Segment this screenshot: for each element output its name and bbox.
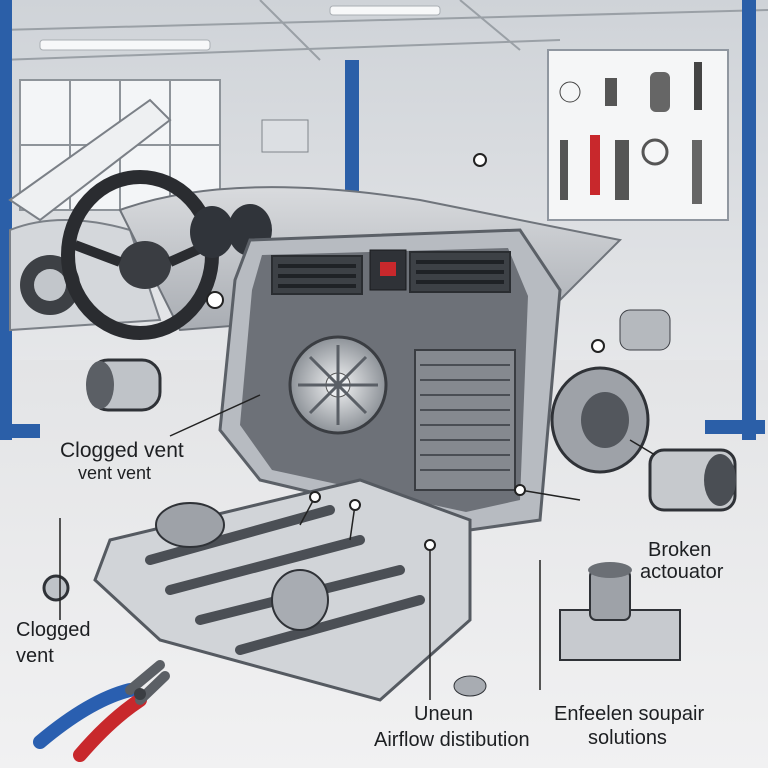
label-solutions: solutions bbox=[588, 727, 667, 749]
ceiling bbox=[0, 0, 768, 61]
filter-cylinder bbox=[155, 502, 225, 548]
lift-post-right bbox=[742, 0, 756, 440]
pliers-icon bbox=[33, 660, 170, 762]
fan-icon bbox=[288, 335, 388, 435]
heater-core bbox=[414, 349, 516, 491]
label-clogged: Clogged bbox=[16, 619, 91, 641]
tool-board-icon bbox=[547, 49, 729, 221]
label-airflow-distribution: Airflow distibution bbox=[374, 729, 530, 751]
label-clogged-vent: Clogged vent bbox=[60, 439, 184, 462]
wall-ac-unit bbox=[261, 119, 309, 153]
actuator-motor bbox=[550, 309, 671, 474]
label-repair: Enfeelen soupair bbox=[554, 703, 705, 725]
label-uneven: Uneun bbox=[414, 703, 473, 725]
label-broken: Broken bbox=[648, 539, 712, 561]
servo-part bbox=[559, 562, 681, 661]
callout-dot bbox=[206, 291, 224, 309]
label-vent: vent bbox=[16, 645, 54, 667]
lift-base bbox=[0, 424, 40, 438]
detached-actuator bbox=[648, 448, 737, 512]
lift-base bbox=[705, 420, 765, 434]
label-actuator: actouator bbox=[640, 561, 724, 583]
air-vent bbox=[271, 251, 511, 295]
lift-post-left bbox=[0, 0, 12, 440]
hazard-light bbox=[380, 262, 396, 276]
ceiling-light bbox=[39, 39, 211, 51]
callout-dot bbox=[309, 153, 605, 551]
label-vent-vent: vent vent bbox=[78, 463, 152, 483]
washer-part bbox=[42, 574, 70, 602]
vent-cylinder bbox=[86, 358, 162, 412]
lift-post-center bbox=[345, 60, 359, 230]
bolt-part bbox=[453, 675, 487, 697]
drive-shafts bbox=[145, 505, 425, 655]
ceiling-light bbox=[329, 5, 441, 16]
gear-cylinder bbox=[271, 569, 329, 631]
